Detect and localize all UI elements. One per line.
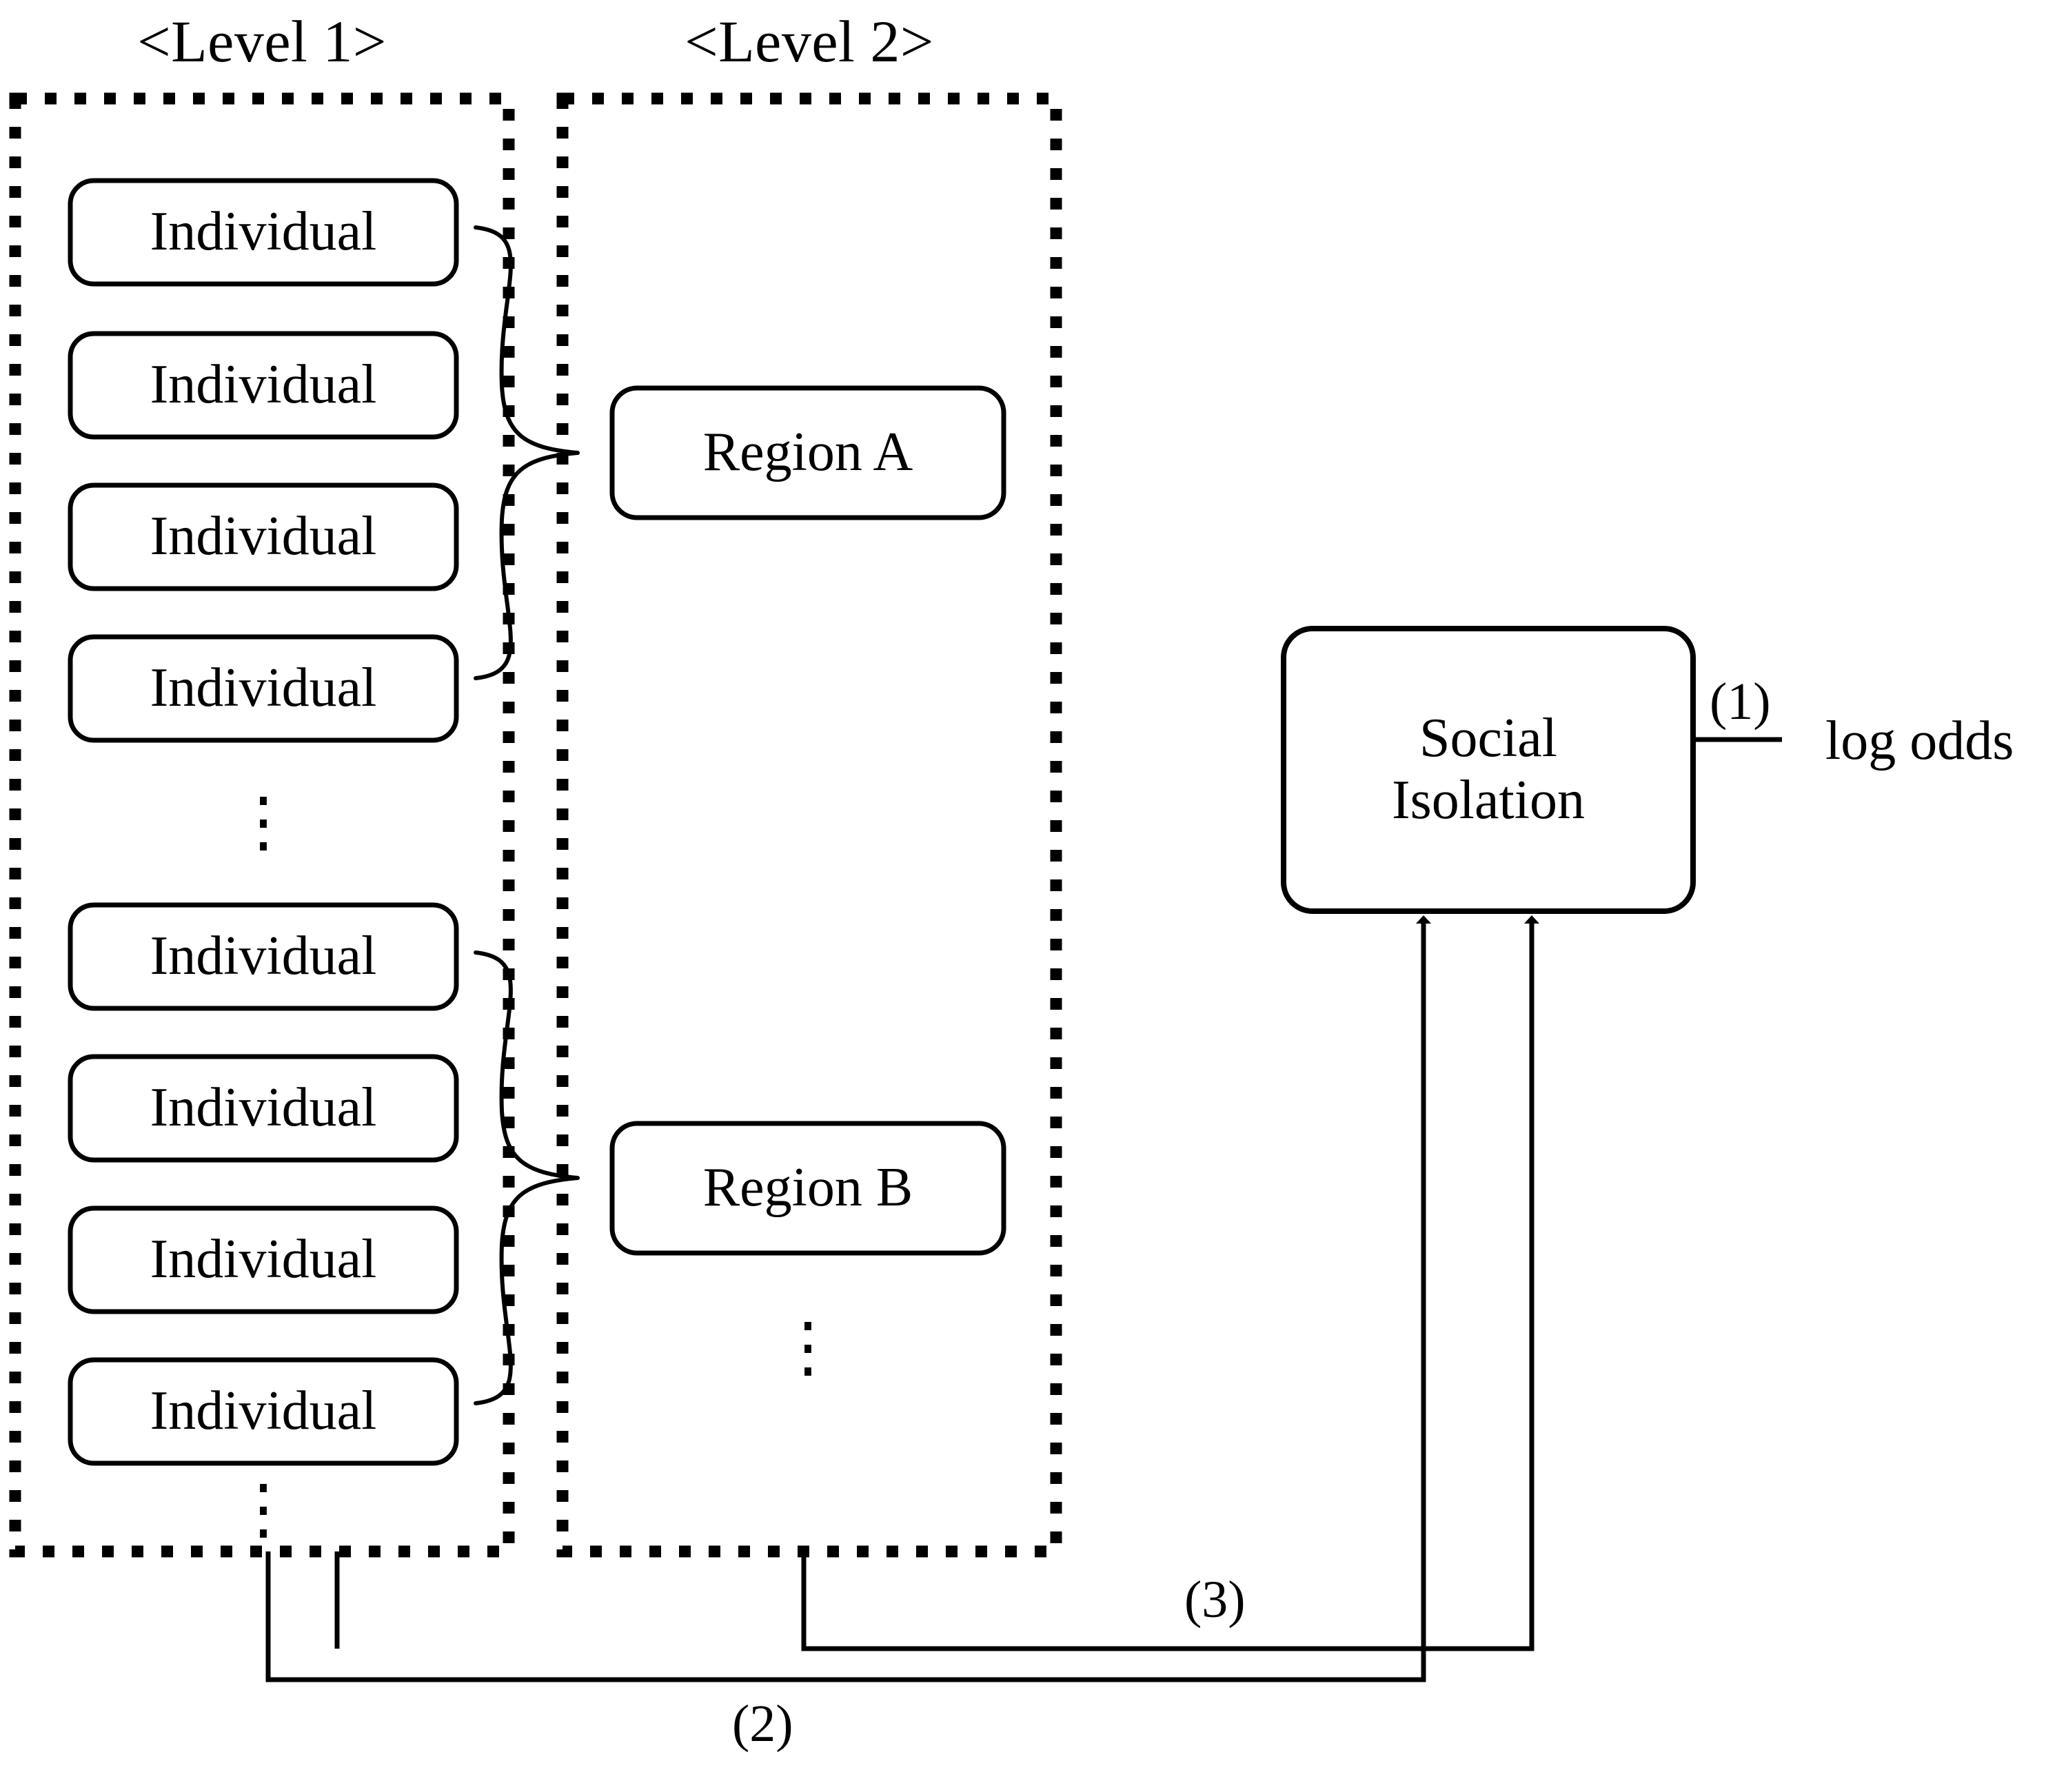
region-a-box	[609, 385, 1006, 520]
effect-1-label: (1)	[1710, 673, 1771, 731]
log-odds-label: log odds	[1825, 711, 2014, 771]
individual-box	[68, 482, 459, 591]
level-2-title: <Level 2>	[685, 8, 934, 74]
effect-2-label: (2)	[732, 1695, 793, 1753]
level-1-container	[9, 92, 515, 1558]
individual-box	[68, 1357, 459, 1466]
level-2-container	[556, 92, 1062, 1558]
effect-3-label: (3)	[1184, 1571, 1246, 1629]
brace-group-b	[474, 950, 580, 1405]
path-2-connector	[265, 915, 1431, 1682]
individual-box	[68, 1054, 459, 1163]
individual-box	[68, 178, 459, 287]
individual-box	[68, 1205, 459, 1314]
path-3-connector	[801, 915, 1539, 1651]
level-1-title: <Level 1>	[137, 8, 387, 74]
individual-box	[68, 331, 459, 440]
region-b-box	[609, 1121, 1006, 1256]
individual-box	[68, 634, 459, 743]
social-isolation-box	[1281, 626, 1696, 914]
individual-box	[68, 902, 459, 1011]
brace-group-a	[474, 225, 580, 680]
